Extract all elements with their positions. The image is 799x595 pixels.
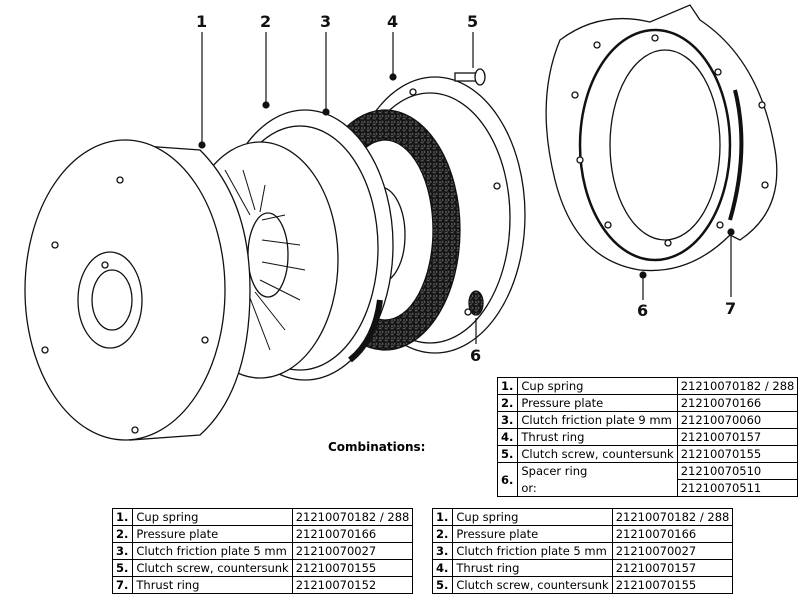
cell-num: 1.: [431, 508, 454, 526]
cell-part: 21210070027: [611, 542, 734, 560]
flywheel-part: [24, 139, 251, 441]
cell-desc: Clutch screw, countersunk: [132, 559, 293, 577]
clutch-housing: [545, 4, 778, 272]
cell-part: 21210070152: [291, 576, 414, 594]
cell-part: 21210070155: [611, 576, 734, 594]
leader-lines: [198, 32, 735, 344]
cell-num: 3.: [111, 542, 134, 560]
cell-desc: Thrust ring: [132, 576, 293, 594]
cell-desc: Clutch friction plate 5 mm: [132, 542, 293, 560]
cell-part: 21210070157: [611, 559, 734, 577]
cell-desc: Clutch screw, countersunk: [452, 576, 613, 594]
cell-desc: Cup spring: [452, 508, 613, 526]
callout-6-spacer: 6: [470, 346, 482, 365]
callout-4: 4: [387, 12, 399, 31]
cell-num: 4.: [431, 559, 454, 577]
callout-5: 5: [467, 12, 479, 31]
cell-desc: Pressure plate: [132, 525, 293, 543]
cell-desc: Cup spring: [132, 508, 293, 526]
cell-desc: Clutch friction plate 5 mm: [452, 542, 613, 560]
callout-7: 7: [725, 299, 737, 318]
cell-num: 5.: [431, 576, 454, 594]
table-row: or:21210070511: [498, 479, 799, 497]
cell-part: 21210070027: [291, 542, 414, 560]
cell-part: 21210070166: [611, 525, 734, 543]
cell-part: 21210070182 / 288: [611, 508, 734, 526]
cell-num: 2.: [111, 525, 134, 543]
cell-desc: Pressure plate: [452, 525, 613, 543]
combinations-heading: Combinations:: [328, 440, 426, 454]
cell-num: 3.: [431, 542, 454, 560]
cell-num: 5.: [111, 559, 134, 577]
cell-num: 7.: [111, 576, 134, 594]
callout-6-housing: 6: [637, 301, 649, 320]
callout-1: 1: [196, 12, 208, 31]
cell-part: 21210070182 / 288: [291, 508, 414, 526]
callout-3: 3: [320, 12, 332, 31]
callout-2: 2: [260, 12, 272, 31]
cell-part: 21210070166: [291, 525, 414, 543]
cell-part: 21210070155: [291, 559, 414, 577]
cell-num: 2.: [431, 525, 454, 543]
spacer-ring-part: [468, 290, 484, 316]
cell-desc: Thrust ring: [452, 559, 613, 577]
cell-num: 1.: [111, 508, 134, 526]
screw-part: [454, 68, 486, 86]
